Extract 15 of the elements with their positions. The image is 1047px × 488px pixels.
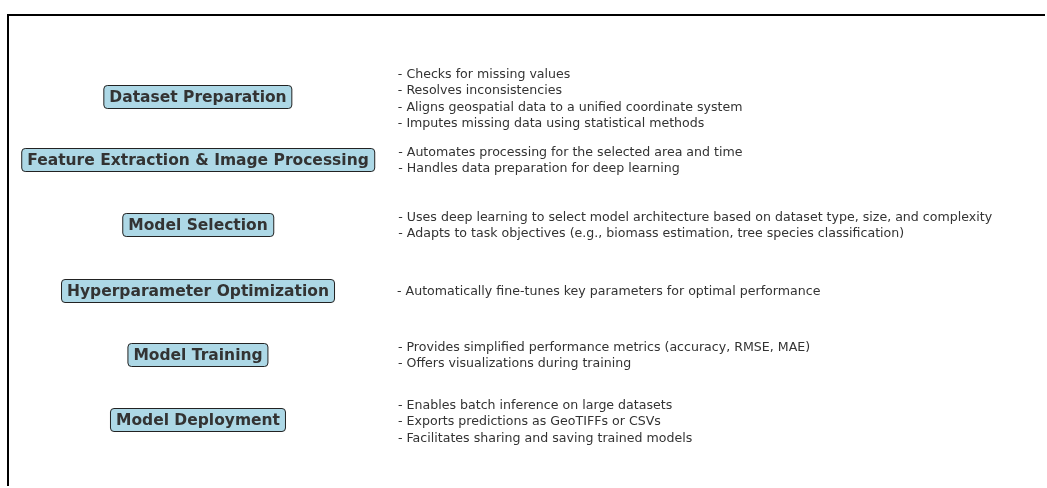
bullet-text: - Imputes missing data using statistical methods bbox=[397, 115, 706, 132]
bullet-text: - Adapts to task objectives (e.g., biomass estimation, tree species classification) bbox=[398, 225, 906, 242]
bullet-text: - Offers visualizations during training bbox=[397, 355, 633, 372]
bullet-text: - Facilitates sharing and saving trained models bbox=[398, 430, 693, 447]
bullet-text: - Aligns geospatial data to a unified coordinate system bbox=[397, 99, 743, 116]
bullet-text: - Handles data preparation for deep learning bbox=[398, 160, 681, 177]
bullet-text: - Checks for missing values bbox=[397, 66, 572, 83]
bullet-text: - Exports predictions as GeoTIFFs or CSVs bbox=[398, 413, 662, 431]
bullet-text: - Automatically fine-tunes key parameters for optimal performance bbox=[397, 282, 821, 300]
bullet-text: - Automates processing for the selected area and time bbox=[398, 143, 743, 160]
bullet-text: - Provides simplified performance metrics (accuracy, RMSE, MAE) bbox=[397, 338, 811, 355]
bullet-text: - Resolves inconsistencies bbox=[397, 82, 563, 99]
step-box: Hyperparameter Optimization bbox=[61, 279, 335, 303]
bullet-text: - Uses deep learning to select model architecture based on dataset type, size, and complexity bbox=[398, 208, 993, 225]
bullet-text: - Enables batch inference on large datasets bbox=[398, 397, 674, 414]
